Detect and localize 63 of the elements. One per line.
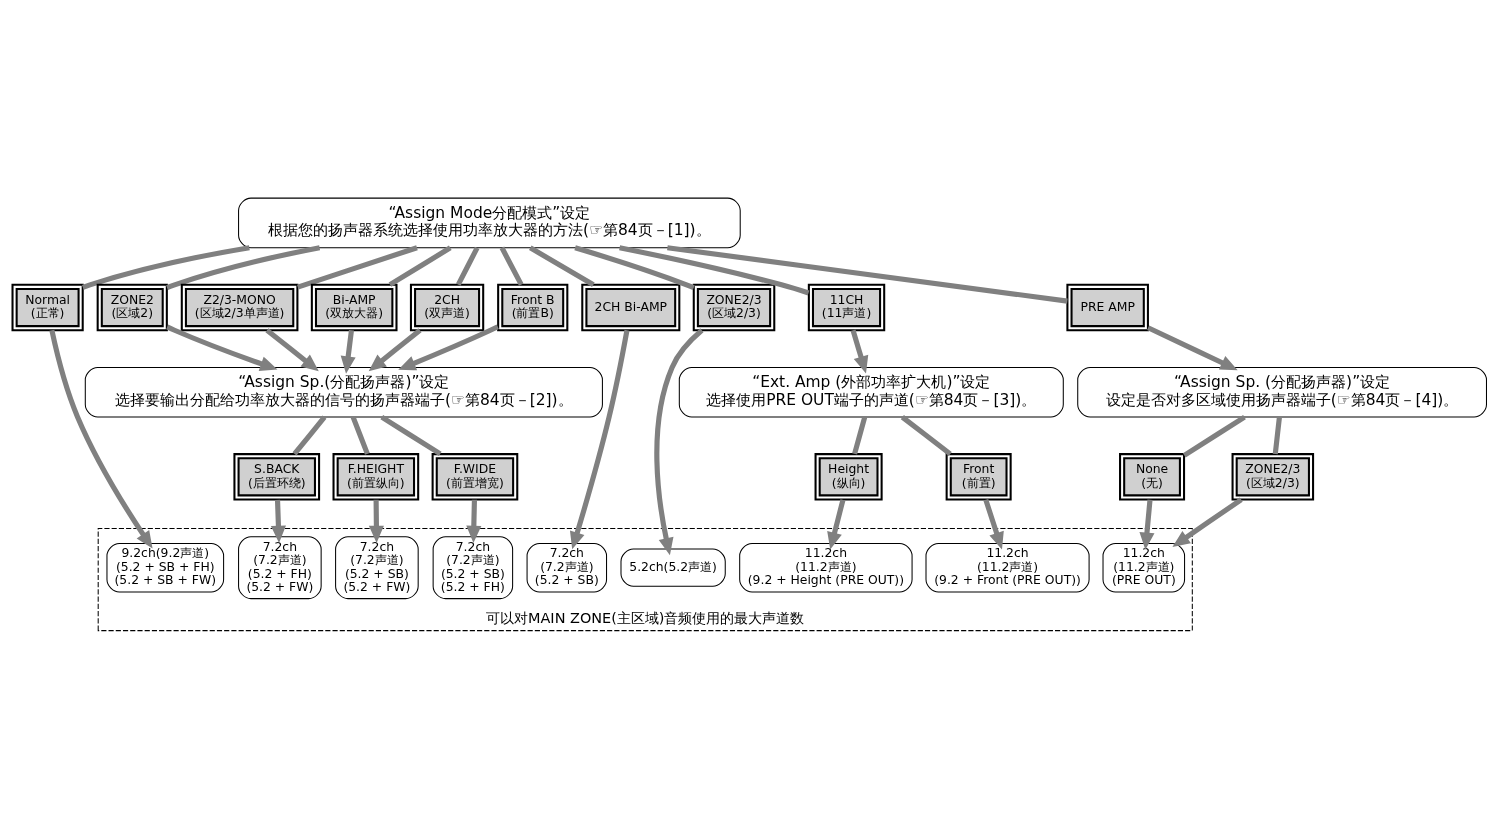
node-box: 11.2ch (11.2声道) (9.2 + Height (PRE OUT)) bbox=[739, 542, 913, 593]
node-box: ZONE2/3 (区域2/3) bbox=[1231, 453, 1315, 501]
arrow bbox=[827, 499, 846, 550]
connector bbox=[296, 245, 418, 290]
connector bbox=[529, 245, 595, 287]
arrow bbox=[340, 329, 356, 374]
connector bbox=[350, 416, 370, 455]
node-box: 5.2ch(5.2声道) bbox=[620, 548, 726, 587]
connector bbox=[667, 245, 1068, 304]
connector bbox=[455, 246, 480, 286]
arrow bbox=[368, 328, 422, 372]
node-box: 7.2ch (7.2声道) (5.2 + SB) bbox=[526, 542, 608, 593]
node-box: Front (前置) bbox=[945, 453, 1012, 501]
arrow bbox=[850, 329, 869, 374]
connector bbox=[380, 414, 442, 457]
arrow bbox=[569, 329, 630, 550]
node-box: 2CH (双声道) bbox=[409, 283, 485, 332]
arrow bbox=[49, 329, 153, 549]
node-box: Height (纵向) bbox=[814, 453, 883, 501]
arrow bbox=[398, 324, 499, 371]
connector bbox=[388, 245, 452, 287]
arrow bbox=[983, 499, 1004, 550]
node-box: 11.2ch (11.2声道) (PRE OUT) bbox=[1102, 542, 1186, 593]
connector bbox=[619, 245, 810, 296]
connector bbox=[852, 416, 868, 455]
connector bbox=[1272, 416, 1282, 455]
node-box: 7.2ch (7.2声道) (5.2 + SB) (5.2 + FH) bbox=[432, 536, 514, 600]
node-box: “Assign Sp.(分配扬声器)”设定 选择要输出分配给功率放大器的信号的扬声器端子(☞第84页－[2])。 bbox=[84, 366, 603, 418]
connector bbox=[574, 245, 695, 291]
node-box: F.WIDE (前置增宽) bbox=[431, 453, 519, 501]
arrow bbox=[654, 328, 704, 556]
node-box: 9.2ch(9.2声道) (5.2 + SB + FH) (5.2 + SB + FW) bbox=[106, 542, 225, 593]
node-box: Z2/3-MONO (区域2/3单声道) bbox=[180, 283, 299, 332]
arrow bbox=[466, 499, 482, 543]
connector bbox=[166, 245, 321, 291]
node-box: ZONE2/3 (区域2/3) bbox=[692, 283, 776, 332]
node-box: PRE AMP bbox=[1066, 283, 1149, 332]
arrow bbox=[368, 499, 384, 543]
node-box: ZONE2 (区域2) bbox=[96, 283, 168, 332]
node-box: None (无) bbox=[1119, 453, 1186, 501]
node-box: “Ext. Amp (外部功率扩大机)”设定 选择使用PRE OUT端子的声道(☞第84页－[3])。 bbox=[678, 366, 1064, 418]
node-box: Bi-AMP (双放大器) bbox=[310, 283, 398, 332]
node-box: “Assign Sp. (分配扬声器)”设定 设定是否对多区域使用扬声器端子(☞第84页－[4])。 bbox=[1077, 366, 1487, 418]
connector bbox=[499, 246, 524, 286]
arrow bbox=[166, 324, 278, 371]
node-box: 11CH (11声道) bbox=[807, 283, 886, 332]
node-box: 7.2ch (7.2声道) (5.2 + FH) (5.2 + FW) bbox=[238, 536, 322, 600]
connector bbox=[900, 415, 952, 456]
node-box: F.HEIGHT (前置纵向) bbox=[332, 453, 420, 501]
node-box: Normal (正常) bbox=[11, 283, 84, 332]
arrow bbox=[270, 499, 286, 543]
connector bbox=[81, 245, 250, 290]
arrow bbox=[1147, 325, 1238, 371]
arrow bbox=[265, 328, 319, 372]
arrow bbox=[1172, 497, 1243, 547]
node-box: 7.2ch (7.2声道) (5.2 + SB) (5.2 + FW) bbox=[335, 536, 419, 600]
connector bbox=[292, 415, 327, 456]
node-box: “Assign Mode分配模式”设定 根据您的扬声器系统选择使用功率放大器的方法(☞第84页－[1])。 bbox=[238, 197, 741, 249]
node-box: Front B (前置B) bbox=[497, 283, 569, 332]
node-box: S.BACK (后置环绕) bbox=[233, 453, 321, 501]
arrow bbox=[1139, 499, 1155, 550]
node-box: 11.2ch (11.2声道) (9.2 + Front (PRE OUT)) bbox=[925, 542, 1090, 593]
node-box: 2CH Bi-AMP bbox=[581, 283, 681, 332]
